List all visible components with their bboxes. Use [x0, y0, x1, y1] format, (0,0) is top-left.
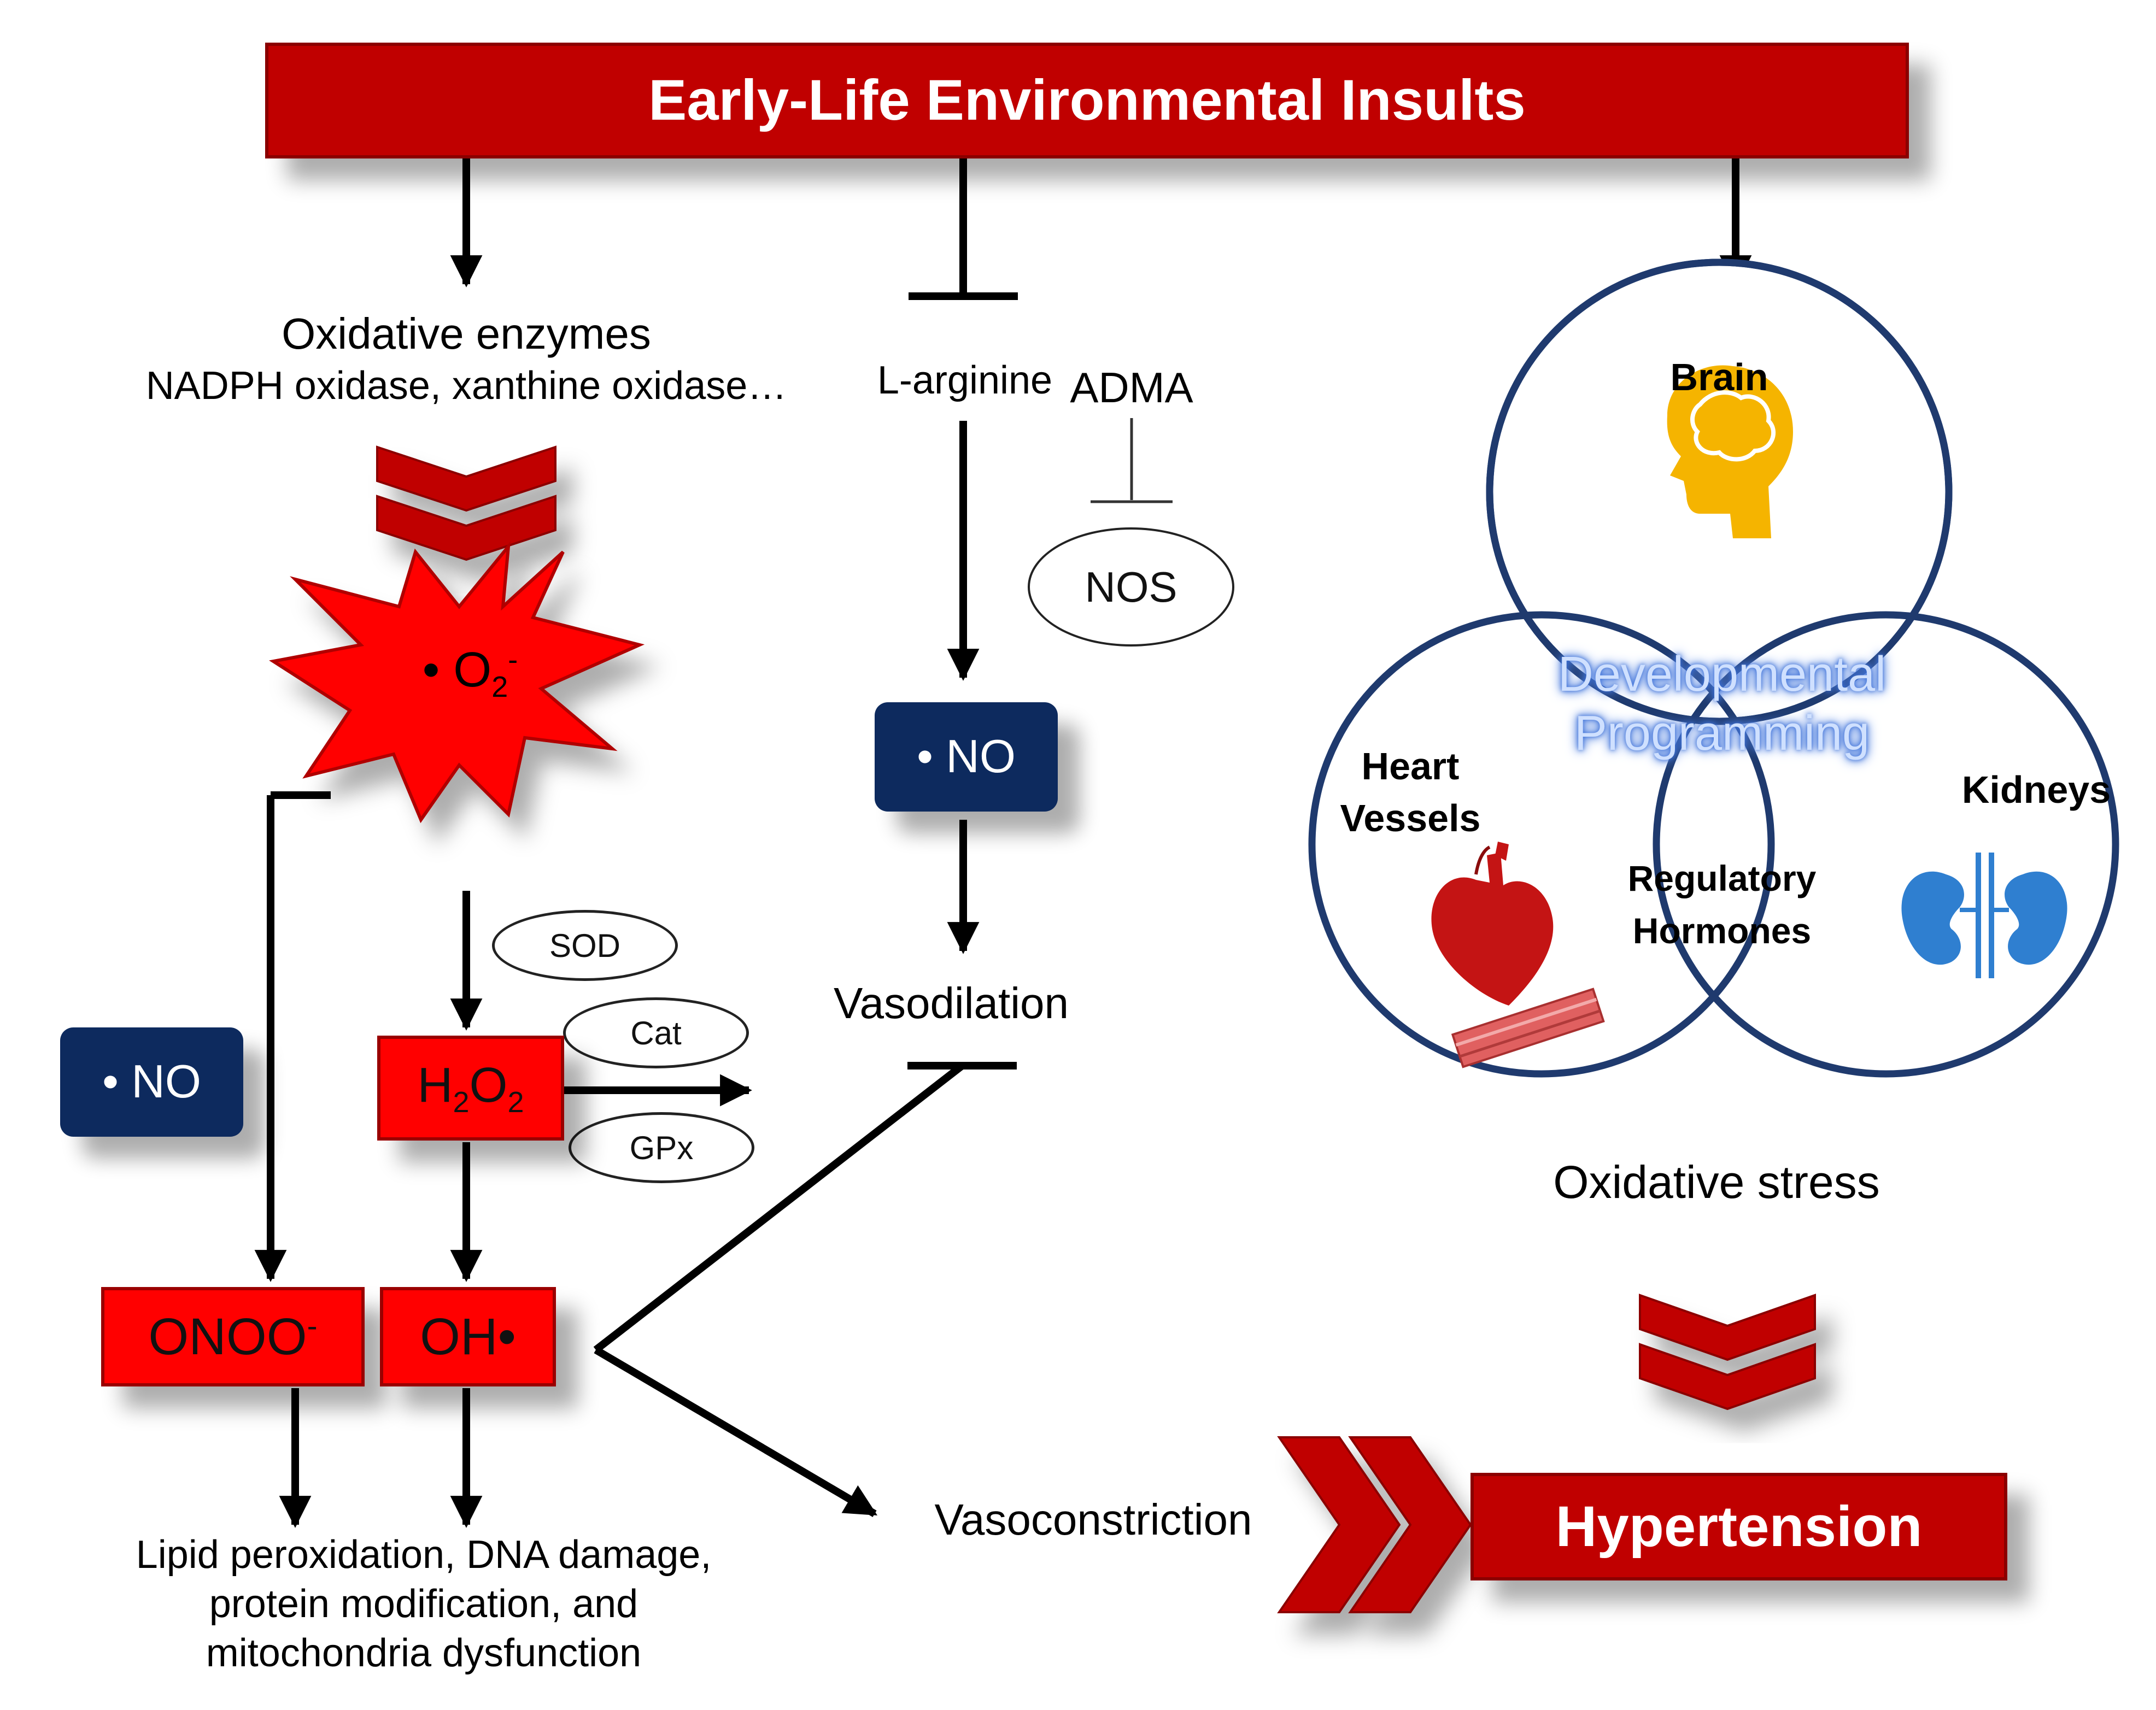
no-center-label: • NO: [917, 731, 1016, 783]
gpx-ellipse: GPx: [569, 1112, 754, 1183]
brain-label: Brain: [1670, 356, 1768, 398]
chevron-down-icon: [376, 445, 556, 561]
l-arginine-label: L-arginine: [877, 359, 1053, 402]
kidneys-label: Kidneys: [1961, 768, 2111, 811]
superoxide-label: • O2-: [383, 642, 558, 704]
adma-label: ADMA: [1070, 363, 1193, 412]
peroxynitrite-sup: -: [307, 1308, 318, 1343]
cat-ellipse: Cat: [563, 997, 749, 1068]
heart-label: Heart: [1361, 745, 1460, 788]
nos-label: NOS: [1085, 562, 1177, 611]
nos-ellipse: NOS: [1028, 527, 1234, 647]
hypertension-text: Hypertension: [1555, 1494, 1923, 1559]
line-hydroxyl-vasodilation: [593, 1062, 965, 1353]
superoxide-base: O: [453, 643, 492, 697]
heart-vessels-label: Heart Vessels: [1315, 741, 1506, 844]
kidney-icon: [1901, 853, 2067, 978]
circle-heart-vessels: [1308, 611, 1775, 1078]
chevron-down-icon: [1639, 1294, 1816, 1411]
damage-line-3: mitochondria dysfunction: [206, 1631, 642, 1675]
damage-line-2: protein modification, and: [209, 1582, 638, 1626]
heart-icon: [1431, 842, 1554, 1006]
h2o2-sub2: 2: [507, 1085, 524, 1119]
superoxide-sup: -: [508, 643, 518, 676]
title-banner: Early-Life Environmental Insults: [265, 43, 1909, 158]
h2o2-o: O: [469, 1057, 508, 1113]
circle-kidneys: [1653, 611, 2119, 1078]
hydroxyl-box: OH•: [380, 1287, 556, 1386]
vasoconstriction-label: Vasoconstriction: [934, 1495, 1252, 1544]
hydroxyl-label: OH•: [420, 1307, 516, 1366]
oxidative-enzymes-detail: NADPH oxidase, xanthine oxidase…: [145, 364, 787, 408]
no-left-label: • NO: [102, 1056, 201, 1108]
damage-line-1: Lipid peroxidation, DNA damage,: [136, 1533, 712, 1577]
arrow-to-vasoconstriction: [594, 1346, 878, 1518]
damage-text: Lipid peroxidation, DNA damage, protein …: [55, 1530, 793, 1678]
h2o2-box: H2O2: [377, 1036, 564, 1141]
peroxynitrite-box: ONOO-: [101, 1287, 365, 1386]
developmental-programming-label: Developmental Programming: [1520, 645, 1924, 763]
vessels-label: Vessels: [1340, 796, 1481, 839]
brain-icon: [1667, 365, 1793, 538]
no-box-center: • NO: [875, 702, 1058, 812]
regulatory-label: Regulatory: [1627, 858, 1817, 898]
chevron-right-icon: [1277, 1436, 1472, 1613]
cat-label: Cat: [630, 1014, 682, 1051]
oxidative-enzymes-heading: Oxidative enzymes: [282, 309, 651, 358]
h2o2-h: H: [417, 1057, 453, 1113]
h2o2-sub1: 2: [453, 1085, 470, 1119]
peroxynitrite-base: ONOO: [148, 1307, 307, 1366]
starburst-icon: [269, 541, 645, 824]
sod-ellipse: SOD: [492, 910, 678, 981]
circle-brain-outline: [1486, 258, 1953, 725]
superoxide-dot: •: [422, 643, 440, 697]
title-text: Early-Life Environmental Insults: [648, 68, 1526, 132]
gpx-label: GPx: [629, 1129, 694, 1166]
sod-label: SOD: [549, 927, 621, 964]
hypertension-banner: Hypertension: [1470, 1473, 2007, 1580]
oxidative-stress-label: Oxidative stress: [1553, 1156, 1880, 1208]
hormones-label: Hormones: [1632, 910, 1812, 951]
superoxide-sub: 2: [491, 671, 508, 703]
programming-label: Programming: [1574, 706, 1870, 761]
no-box-left: • NO: [60, 1027, 243, 1137]
regulatory-hormones-label: Regulatory Hormones: [1599, 853, 1845, 957]
blood-vessel-icon: [1451, 988, 1605, 1068]
vasodilation-label: Vasodilation: [834, 979, 1069, 1027]
developmental-label: Developmental: [1557, 647, 1887, 702]
